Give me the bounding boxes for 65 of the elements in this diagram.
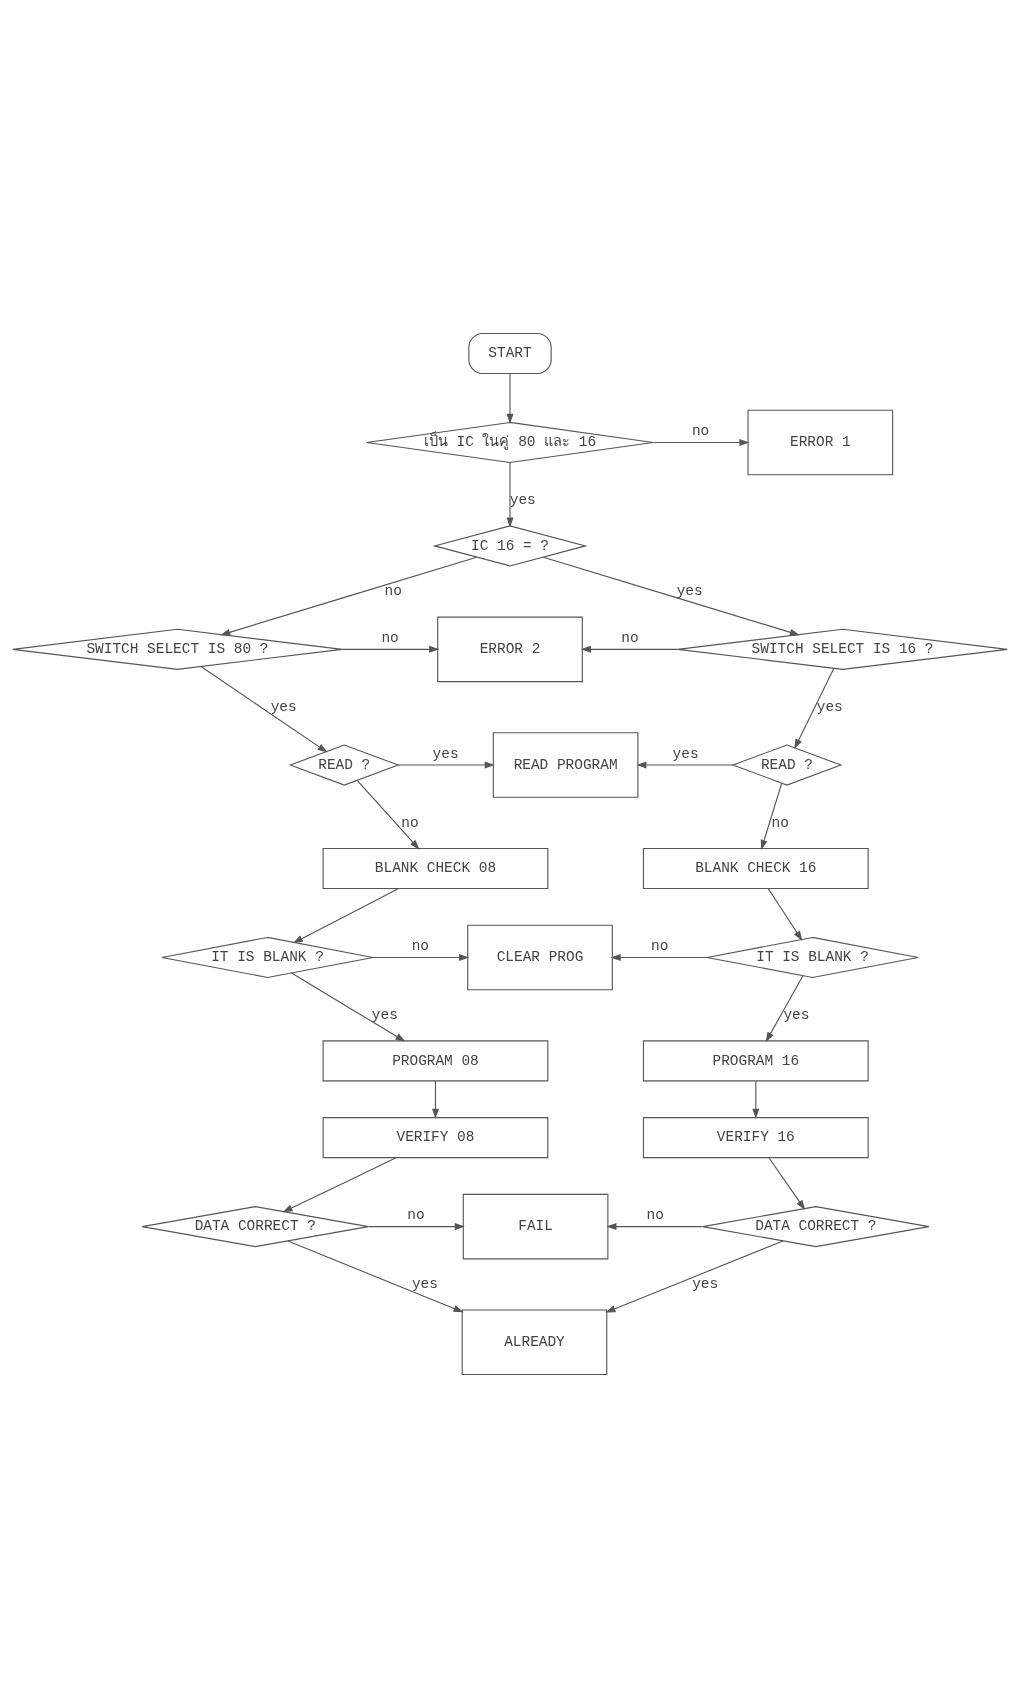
edge-label: no — [651, 938, 669, 955]
arrow — [372, 953, 470, 961]
edge-label: no — [646, 1207, 664, 1224]
arrow — [606, 1223, 703, 1231]
arrow — [287, 1240, 464, 1313]
node-box: BLANK CHECK 16 — [642, 847, 869, 890]
arrow — [767, 888, 803, 941]
node-box: ERROR 1 — [747, 409, 894, 476]
edge-label: yes — [509, 492, 536, 509]
node-box: PROGRAM 16 — [642, 1040, 869, 1082]
arrow — [768, 1157, 806, 1211]
node-diamond: DATA CORRECT ? — [702, 1206, 930, 1248]
edge-label: yes — [371, 1007, 398, 1024]
arrow — [580, 645, 679, 653]
arrow — [542, 556, 800, 636]
edge-label: yes — [270, 698, 297, 715]
arrow — [652, 438, 750, 446]
node-box: VERIFY 16 — [642, 1117, 869, 1159]
arrow — [291, 972, 406, 1042]
arrow — [220, 556, 478, 636]
node-box: VERIFY 08 — [322, 1117, 549, 1159]
node-box: ALREADY — [461, 1309, 608, 1376]
arrow — [752, 1080, 760, 1119]
edge-label: yes — [783, 1007, 810, 1024]
node-diamond: READ ? — [731, 744, 843, 786]
node-box: PROGRAM 08 — [322, 1040, 549, 1082]
edge-label: yes — [816, 698, 843, 715]
arrow — [765, 975, 804, 1043]
edge-label: no — [411, 938, 429, 955]
edge-label: no — [384, 583, 402, 600]
edge-label: yes — [432, 745, 459, 762]
arrow — [341, 645, 440, 653]
node-diamond: IC 16 = ? — [432, 525, 588, 567]
arrow — [605, 1240, 784, 1313]
arrow — [397, 761, 495, 769]
arrow — [794, 668, 835, 750]
arrow — [356, 780, 420, 850]
edge-label: yes — [411, 1276, 438, 1293]
arrow — [431, 1080, 439, 1119]
node-diamond: เป็น IC ในคู่ 80 และ 16 — [366, 421, 654, 464]
node-box: FAIL — [462, 1193, 609, 1260]
node-box: ERROR 2 — [437, 616, 583, 683]
edge-label: no — [381, 630, 399, 646]
node-box: READ PROGRAM — [492, 732, 639, 798]
arrow — [506, 373, 514, 424]
arrow — [292, 888, 400, 944]
node-box: BLANK CHECK 08 — [322, 847, 549, 890]
edge-label: no — [691, 423, 710, 440]
edge-label: no — [407, 1207, 425, 1224]
edge-label: no — [621, 630, 639, 646]
edge-label: no — [771, 814, 789, 831]
arrow — [760, 782, 783, 850]
edge-label: yes — [692, 1276, 719, 1293]
edge-label: no — [401, 814, 419, 831]
edge-label: yes — [676, 583, 703, 600]
node-box: CLEAR PROG — [467, 924, 613, 991]
edge-label: yes — [672, 745, 699, 762]
arrow — [282, 1157, 397, 1213]
arrow — [367, 1223, 465, 1231]
arrow — [610, 953, 708, 961]
arrow — [636, 761, 734, 769]
node-diamond: IT IS BLANK ? — [706, 936, 919, 979]
arrow — [506, 462, 514, 528]
arrow — [200, 666, 328, 753]
node-box: START — [468, 332, 552, 375]
